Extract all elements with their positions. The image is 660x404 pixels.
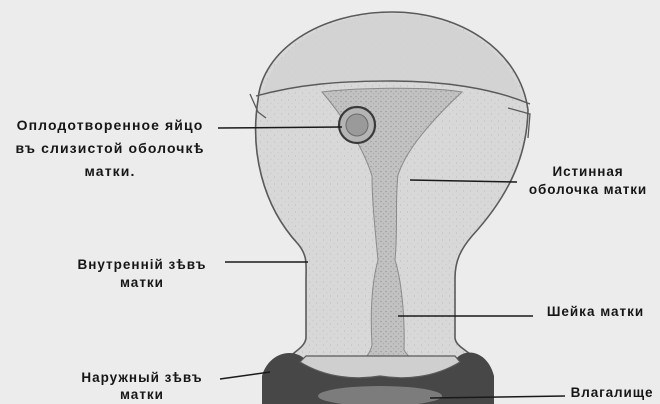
label-external-os-line2: матки [58,386,226,403]
label-fertilized-egg-line3: матки. [2,160,218,183]
label-true-membrane-line2: оболочка матки [516,181,660,199]
label-true-membrane-line1: Истинная [516,163,660,181]
label-internal-os: Внутренній зѣвъ матки [60,256,224,292]
label-true-membrane: Истинная оболочка матки [516,163,660,199]
label-external-os-line1: Наружный зѣвъ [58,369,226,386]
label-internal-os-line1: Внутренній зѣвъ [60,256,224,274]
label-fertilized-egg-line1: Оплодотворенное яйцо [2,114,218,137]
label-internal-os-line2: матки [60,274,224,292]
label-external-os: Наружный зѣвъ матки [58,369,226,403]
fertilized-egg-core [346,114,368,136]
label-vagina-line1: Влагалище [566,384,658,402]
label-cervix: Шейка матки [533,303,658,321]
label-fertilized-egg-line2: въ слизистой оболочкѣ [2,137,218,160]
leader-line-egg [218,127,342,128]
label-cervix-line1: Шейка матки [533,303,658,321]
label-vagina: Влагалище [566,384,658,402]
label-fertilized-egg: Оплодотворенное яйцо въ слизистой оболоч… [2,114,218,183]
